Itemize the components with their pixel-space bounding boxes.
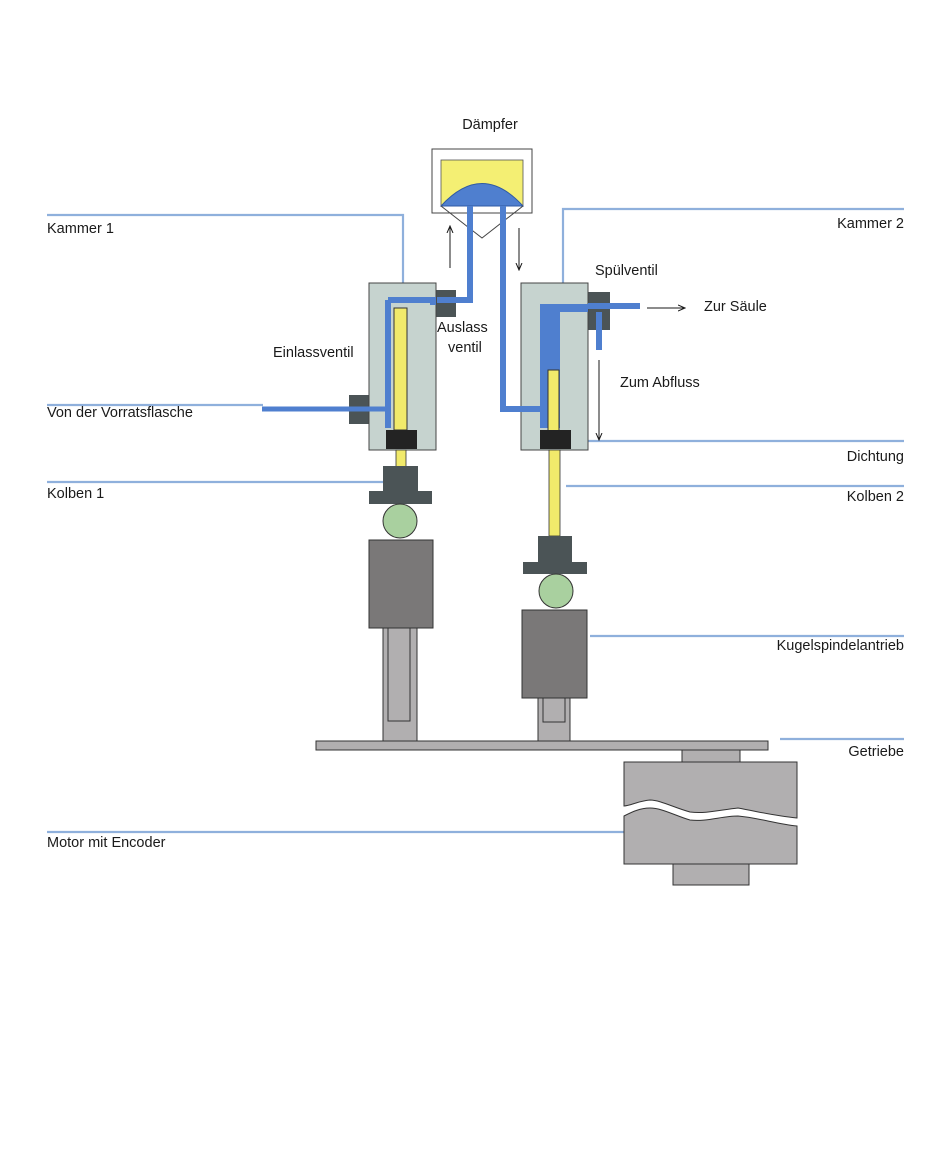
label-spuelventil: Spülventil bbox=[595, 263, 658, 280]
label-kammer2: Kammer 2 bbox=[754, 216, 904, 233]
label-einlassventil: Einlassventil bbox=[273, 345, 354, 362]
label-kolben1: Kolben 1 bbox=[47, 486, 104, 503]
piston1-holder bbox=[369, 466, 432, 504]
ballscrew2-body bbox=[522, 610, 587, 698]
seal1 bbox=[386, 430, 417, 449]
piston2-in-chamber bbox=[548, 370, 559, 432]
outlet-valve-block bbox=[434, 290, 456, 317]
gear-plate bbox=[316, 741, 768, 750]
ballscrew1-body bbox=[369, 540, 433, 628]
seal2 bbox=[540, 430, 571, 449]
ball2 bbox=[539, 574, 573, 608]
label-kolben2: Kolben 2 bbox=[754, 489, 904, 506]
label-von-vorratsflasche: Von der Vorratsflasche bbox=[47, 405, 193, 422]
label-zur-saeule: Zur Säule bbox=[704, 299, 767, 316]
piston1-in-chamber bbox=[394, 308, 407, 430]
leader-lines bbox=[47, 209, 904, 832]
motor-bottom-part bbox=[624, 808, 797, 864]
damper bbox=[432, 149, 532, 238]
ball1 bbox=[383, 504, 417, 538]
label-zum-abfluss: Zum Abfluss bbox=[620, 375, 700, 392]
gear-coupling bbox=[682, 750, 740, 762]
label-kammer1: Kammer 1 bbox=[47, 221, 114, 238]
tube-outlet-to-damper bbox=[437, 206, 470, 300]
label-getriebe: Getriebe bbox=[754, 744, 904, 761]
label-auslass-line1: Auslass bbox=[437, 320, 488, 337]
label-daempfer: Dämpfer bbox=[440, 117, 540, 134]
encoder bbox=[673, 864, 749, 885]
motor bbox=[624, 762, 797, 885]
piston2-holder bbox=[523, 536, 587, 574]
pump-right bbox=[521, 283, 610, 742]
piston2-rod bbox=[549, 450, 560, 536]
label-motor-mit-encoder: Motor mit Encoder bbox=[47, 835, 165, 852]
label-dichtung: Dichtung bbox=[754, 449, 904, 466]
label-auslass-line2: ventil bbox=[448, 340, 482, 357]
piston1-rod bbox=[396, 450, 406, 467]
label-kugelspindelantrieb: Kugelspindelantrieb bbox=[704, 638, 904, 655]
